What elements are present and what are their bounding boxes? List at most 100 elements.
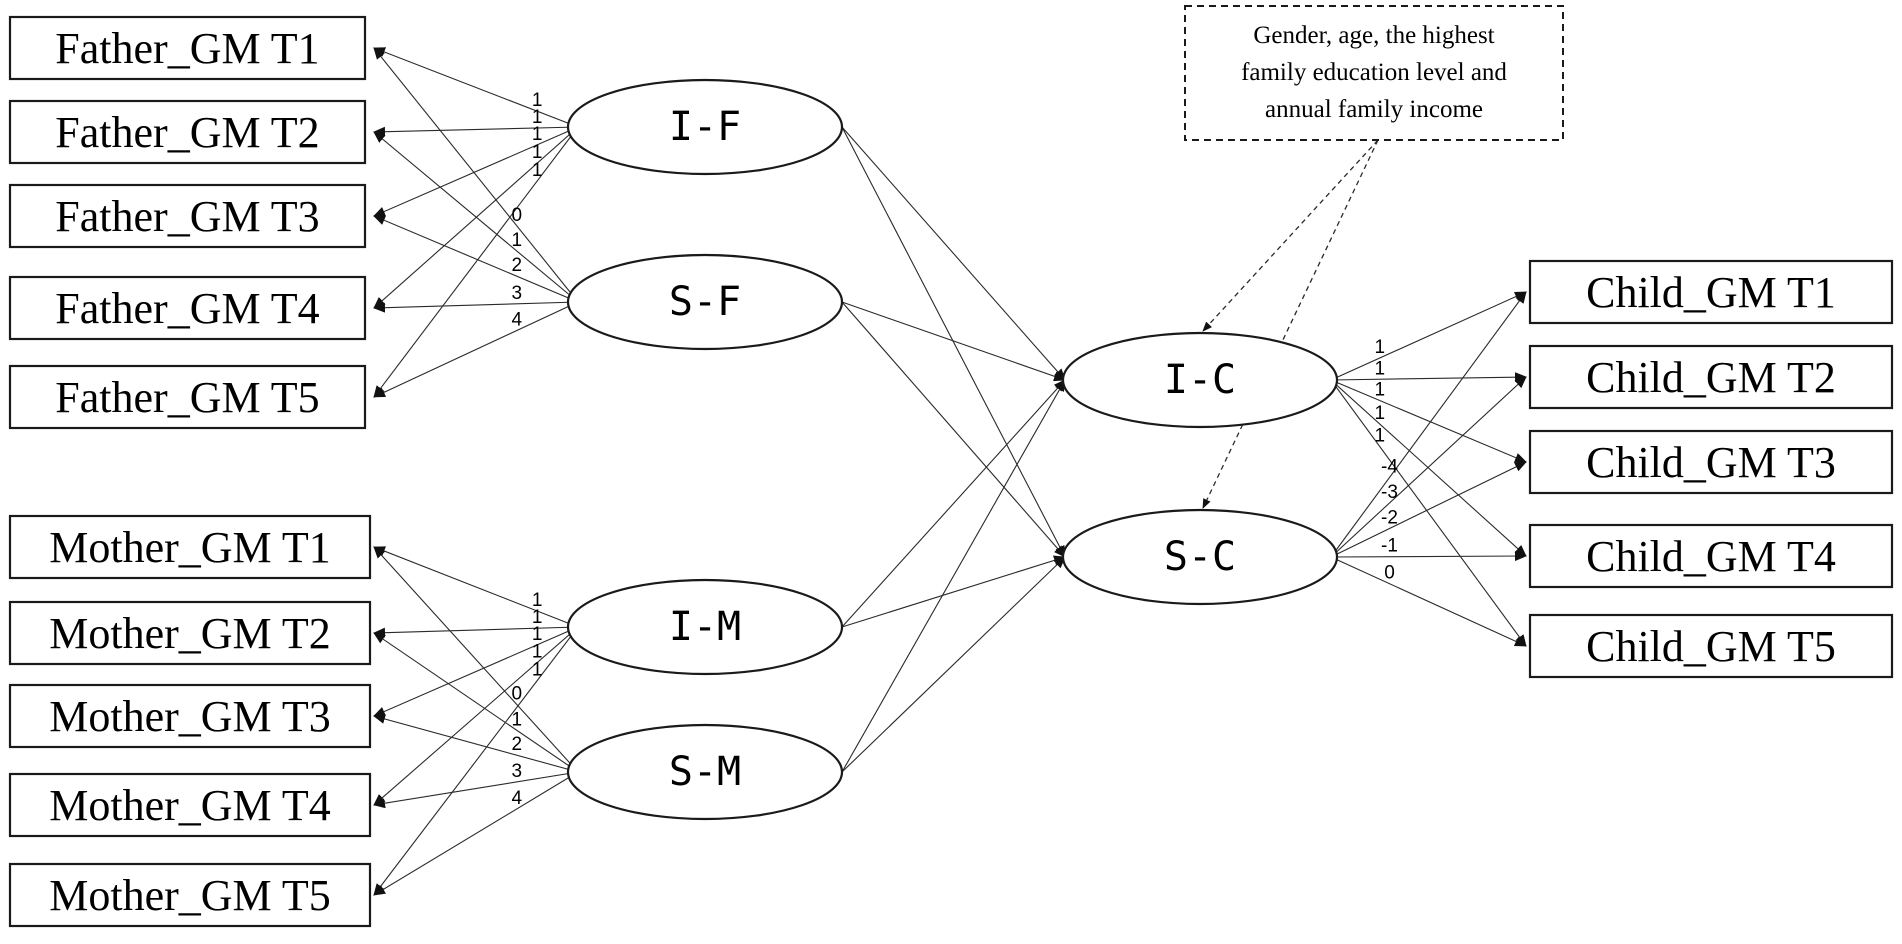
mother-slope-arrow-5 bbox=[373, 771, 579, 896]
covariates-line-2: family education level and bbox=[1241, 59, 1507, 86]
child-gm-box-5 bbox=[1528, 613, 1894, 679]
father-intercept-label-2: 1 bbox=[532, 107, 543, 128]
path-arrows bbox=[373, 47, 1527, 896]
latent-sf-ellipse bbox=[566, 253, 844, 351]
latent-sm-label: S-M bbox=[669, 749, 741, 795]
child-intercept-arrow-5 bbox=[1330, 379, 1527, 647]
mother-gm-box-2 bbox=[8, 600, 372, 666]
mother-slope-label-1: 0 bbox=[512, 684, 523, 705]
child-gm-box-2 bbox=[1528, 344, 1894, 410]
child-slope-arrow-5 bbox=[1330, 556, 1527, 647]
mother-gm-label-4: Mother_GM T4 bbox=[49, 781, 331, 830]
child-intercept-label-5: 1 bbox=[1374, 426, 1385, 447]
mother-intercept-label-2: 1 bbox=[532, 607, 543, 628]
mother-gm-box-5 bbox=[8, 862, 372, 928]
covariate-to-sc-arrow bbox=[1202, 139, 1379, 509]
covariates-box bbox=[1184, 5, 1564, 141]
father-slope-arrow-5 bbox=[373, 301, 579, 398]
father-gm-label-2: Father_GM T2 bbox=[55, 108, 319, 157]
father-intercept-label-5: 1 bbox=[532, 160, 543, 181]
path-sm-to-ic bbox=[841, 379, 1066, 773]
mother-gm-label-2: Mother_GM T2 bbox=[49, 609, 331, 658]
path-if-to-ic bbox=[841, 126, 1066, 381]
child-intercept-label-4: 1 bbox=[1374, 403, 1385, 424]
latent-sc-label: S-C bbox=[1164, 534, 1236, 580]
mother-gm-label-5: Mother_GM T5 bbox=[49, 871, 331, 920]
father-intercept-label-4: 1 bbox=[532, 142, 543, 163]
latent-ic-ellipse bbox=[1061, 331, 1339, 429]
mother-gm-box-1 bbox=[8, 514, 372, 580]
nodes: Gender, age, the highest family education… bbox=[8, 5, 1894, 928]
mother-intercept-label-5: 1 bbox=[532, 660, 543, 681]
child-slope-arrow-2 bbox=[1330, 376, 1527, 558]
latent-ic-label: I-C bbox=[1164, 357, 1236, 403]
mother-intercept-arrow-2 bbox=[373, 626, 579, 638]
child-gm-label-4: Child_GM T4 bbox=[1586, 532, 1836, 581]
father-intercept-arrow-5 bbox=[373, 126, 579, 398]
path-im-to-sc bbox=[841, 555, 1066, 628]
child-intercept-arrow-4 bbox=[1330, 379, 1527, 557]
child-slope-arrow-1 bbox=[1330, 291, 1527, 558]
latent-sc-ellipse bbox=[1061, 508, 1339, 606]
mother-slope-label-4: 3 bbox=[512, 761, 523, 782]
father-gm-box-3 bbox=[8, 183, 367, 249]
latent-im-label: I-M bbox=[669, 604, 741, 650]
mother-intercept-arrow-1 bbox=[373, 546, 579, 628]
mother-gm-label-1: Mother_GM T1 bbox=[49, 523, 331, 572]
child-slope-label-2: -3 bbox=[1381, 482, 1398, 503]
child-intercept-label-3: 1 bbox=[1374, 380, 1385, 401]
covariates-line-1: Gender, age, the highest bbox=[1253, 22, 1494, 49]
father-gm-box-1 bbox=[8, 15, 367, 81]
child-gm-box-3 bbox=[1528, 429, 1894, 495]
mother-intercept-arrow-3 bbox=[373, 626, 579, 717]
mother-intercept-arrow-5 bbox=[373, 626, 579, 896]
father-intercept-arrow-1 bbox=[373, 47, 579, 128]
child-gm-box-1 bbox=[1528, 259, 1894, 325]
child-intercept-arrow-3 bbox=[1330, 379, 1527, 463]
path-im-to-ic bbox=[841, 379, 1066, 628]
mother-intercept-label-3: 1 bbox=[532, 624, 543, 645]
latent-if-label: I-F bbox=[669, 104, 741, 150]
father-slope-label-3: 2 bbox=[512, 255, 523, 276]
father-gm-box-5 bbox=[8, 364, 367, 430]
father-slope-arrow-1 bbox=[373, 47, 579, 303]
child-gm-label-5: Child_GM T5 bbox=[1586, 622, 1836, 671]
child-intercept-label-2: 1 bbox=[1374, 358, 1385, 379]
child-gm-label-1: Child_GM T1 bbox=[1586, 268, 1836, 317]
latent-im-ellipse bbox=[566, 578, 844, 676]
father-intercept-arrow-2 bbox=[373, 126, 579, 137]
child-gm-label-3: Child_GM T3 bbox=[1586, 438, 1836, 487]
child-intercept-label-1: 1 bbox=[1374, 337, 1385, 358]
path-sf-to-sc bbox=[841, 301, 1066, 558]
father-slope-label-2: 1 bbox=[512, 230, 523, 251]
child-slope-label-3: -2 bbox=[1381, 508, 1398, 529]
mother-intercept-label-1: 1 bbox=[532, 590, 543, 611]
mother-slope-arrow-4 bbox=[373, 771, 579, 809]
latent-sm-ellipse bbox=[566, 723, 844, 821]
father-slope-arrow-2 bbox=[373, 131, 579, 303]
path-sf-to-ic bbox=[841, 301, 1066, 382]
father-slope-label-5: 4 bbox=[512, 310, 523, 331]
father-gm-label-5: Father_GM T5 bbox=[55, 373, 319, 422]
father-gm-label-1: Father_GM T1 bbox=[55, 24, 319, 73]
child-intercept-arrow-2 bbox=[1330, 372, 1527, 383]
father-intercept-label-3: 1 bbox=[532, 124, 543, 145]
father-slope-label-4: 3 bbox=[512, 283, 523, 304]
mother-intercept-label-4: 1 bbox=[532, 642, 543, 663]
mother-slope-label-3: 2 bbox=[512, 734, 523, 755]
father-intercept-label-1: 1 bbox=[532, 90, 543, 111]
path-sm-to-sc bbox=[841, 556, 1066, 773]
father-slope-label-1: 0 bbox=[512, 205, 523, 226]
father-gm-label-4: Father_GM T4 bbox=[55, 284, 319, 333]
child-gm-box-4 bbox=[1528, 523, 1894, 589]
child-slope-arrow-3 bbox=[1330, 461, 1527, 558]
child-slope-label-5: 0 bbox=[1384, 563, 1395, 584]
mother-slope-arrow-1 bbox=[373, 546, 579, 773]
latent-sf-label: S-F bbox=[669, 279, 741, 325]
mother-slope-arrow-3 bbox=[373, 714, 579, 773]
path-if-to-sc bbox=[841, 126, 1066, 558]
father-intercept-arrow-3 bbox=[373, 126, 579, 217]
child-intercept-arrow-1 bbox=[1330, 291, 1527, 381]
